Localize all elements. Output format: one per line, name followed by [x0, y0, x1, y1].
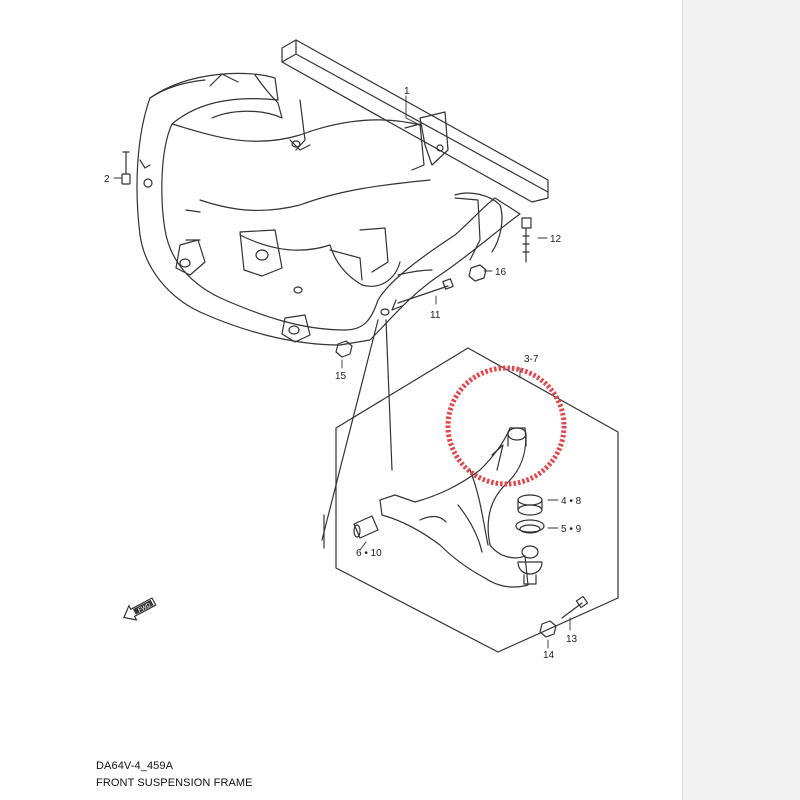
suspension-frame	[136, 39, 549, 346]
bolt-12	[521, 217, 532, 263]
callout-6-10: 6 • 10	[356, 548, 382, 559]
leader-line	[321, 319, 393, 549]
lower-control-arm	[379, 427, 529, 588]
callout-1: 1	[404, 86, 410, 97]
ball-joint	[517, 545, 543, 585]
callout-15: 15	[335, 371, 347, 382]
nut-14	[539, 620, 557, 638]
ring-5-9	[515, 519, 545, 534]
drawing-code: DA64V-4_459A	[96, 760, 174, 772]
bushing-4-8	[517, 494, 543, 516]
lower-arm-assembly-box	[335, 347, 619, 653]
callout-5-9: 5 • 9	[561, 524, 582, 535]
nut-15	[335, 340, 353, 358]
callout-4-8: 4 • 8	[561, 496, 582, 507]
highlight-circle	[445, 365, 567, 487]
callout-12: 12	[550, 234, 562, 245]
callout-3-7: 3-7	[524, 354, 539, 365]
bolt-13	[561, 595, 589, 619]
callout-13: 13	[566, 634, 578, 645]
callout-16: 16	[495, 267, 507, 278]
bolt-11	[391, 278, 454, 311]
bushing-6-10	[353, 515, 379, 539]
drawing-title: FRONT SUSPENSION FRAME	[96, 777, 253, 789]
callout-11: 11	[430, 310, 441, 321]
right-gutter	[682, 0, 800, 800]
callout-14: 14	[543, 650, 555, 661]
callout-2: 2	[104, 174, 110, 185]
bolt-2	[121, 151, 131, 185]
fwd-arrow-icon: FWD	[123, 597, 157, 621]
nut-16	[468, 264, 487, 282]
callout-leaders	[113, 95, 571, 649]
